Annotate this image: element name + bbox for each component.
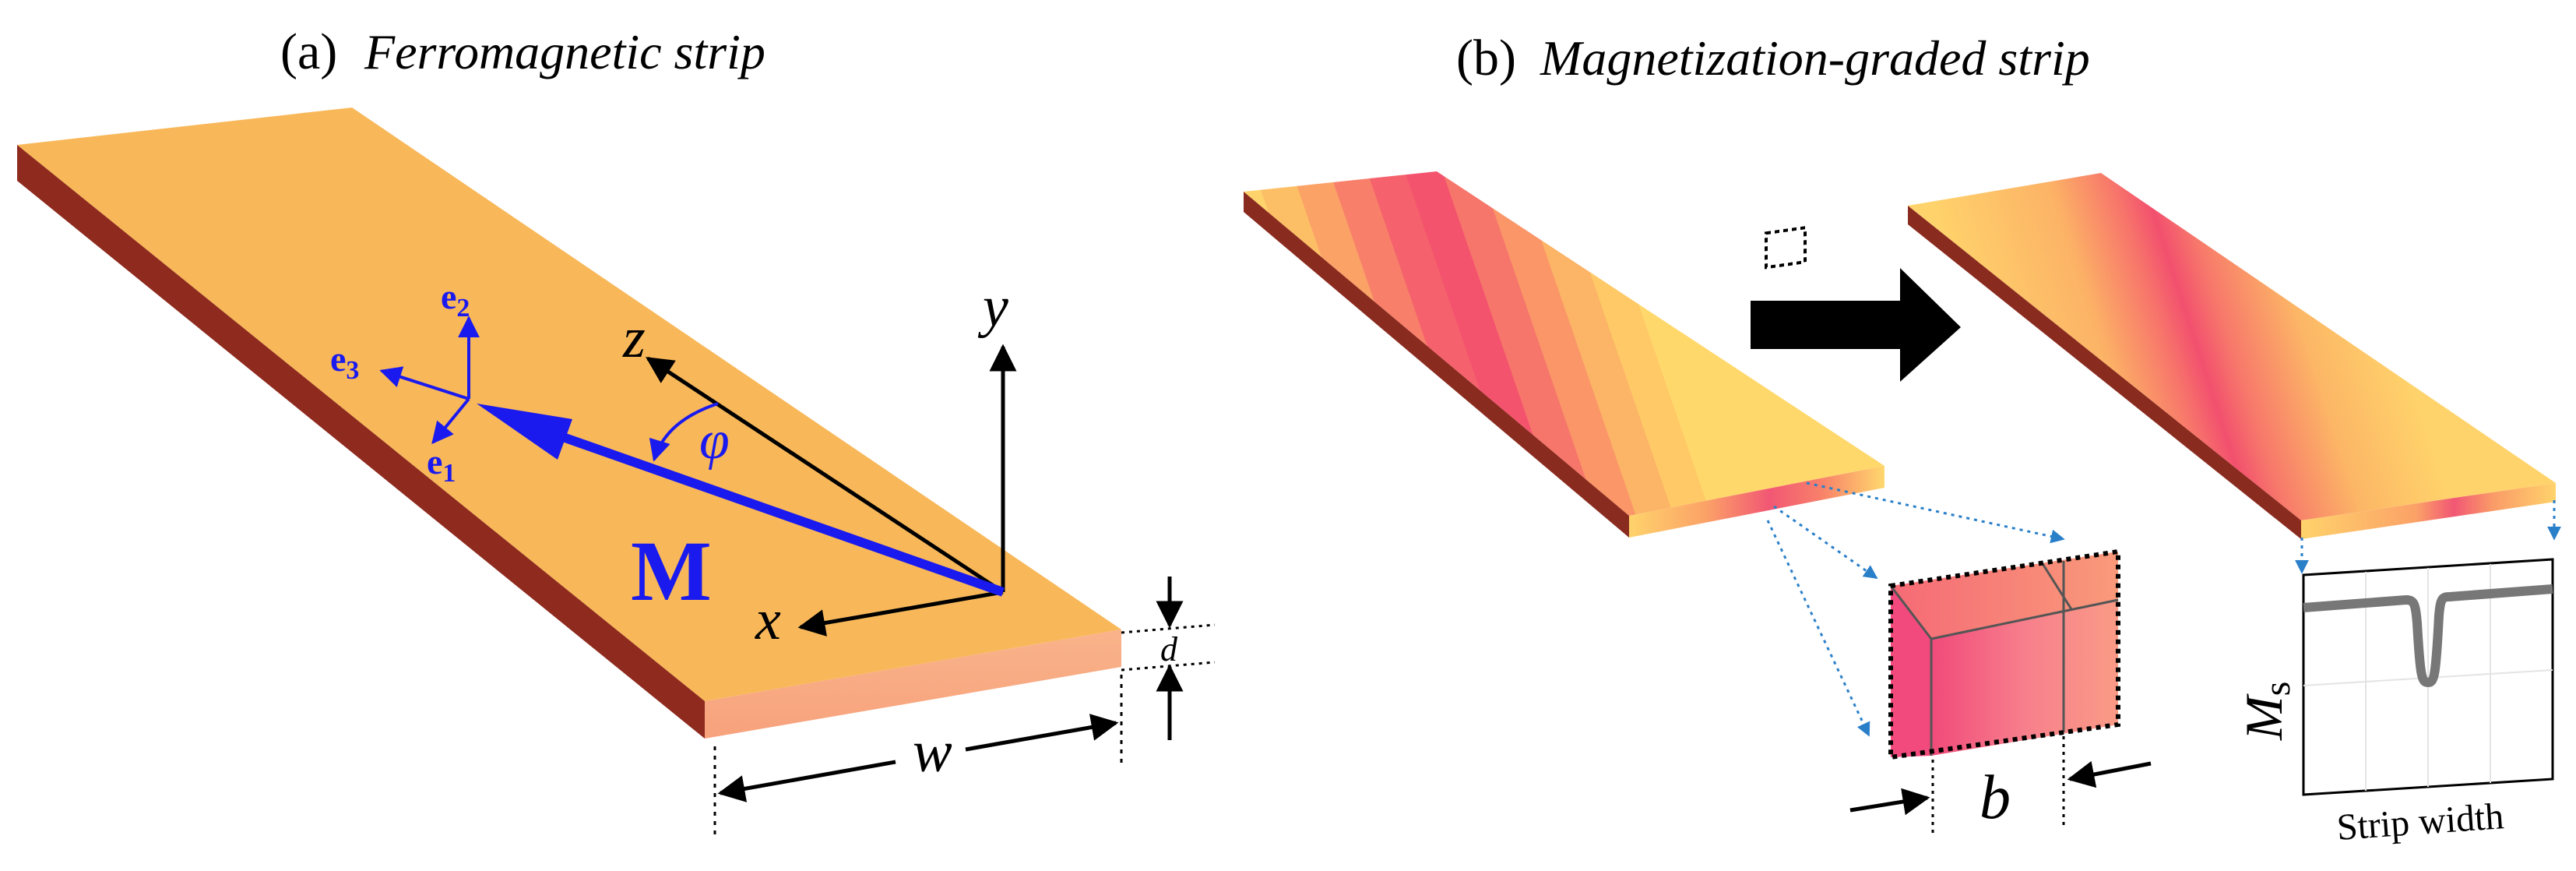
inset-grid xyxy=(2303,564,2553,791)
banded-strip-side xyxy=(1244,192,1629,538)
width-label: w xyxy=(913,719,952,785)
inset-ylabel: Ms xyxy=(2234,682,2298,741)
ms-profile-curve xyxy=(2303,584,2553,688)
b-arrow-left xyxy=(1849,788,1930,816)
strip-side-face xyxy=(17,145,705,739)
panel-a-title: Ferromagnetic strip xyxy=(364,24,765,79)
x-axis-label: x xyxy=(755,588,781,652)
x-axis-arrow xyxy=(797,590,1004,636)
width-arrow-right xyxy=(965,714,1119,752)
segment-side-face xyxy=(1891,586,1931,757)
segment-width-label: b xyxy=(1980,763,2011,832)
z-axis-arrow xyxy=(646,356,1005,594)
zoom-line-mid xyxy=(1773,505,1878,580)
smooth-strip-side xyxy=(1908,206,2301,539)
panel-a-letter: (a) xyxy=(280,23,337,80)
b-arrow-right xyxy=(2067,760,2152,788)
zoomed-segment xyxy=(1888,548,2120,760)
segment-selection-box xyxy=(1765,225,1807,270)
segment-top-face xyxy=(1891,552,2118,639)
zoom-line-bottom xyxy=(1766,520,1870,737)
width-dimension: w xyxy=(713,675,1123,838)
smooth-strip xyxy=(1908,173,2556,539)
local-frame: e2 e3 e1 xyxy=(330,277,480,488)
segment-width-dimension: b xyxy=(1849,736,2152,838)
panel-a: (a) Ferromagnetic strip y z x M φ xyxy=(17,23,1216,838)
thickness-guide-top xyxy=(1121,623,1216,634)
angle-phi: φ xyxy=(649,402,730,471)
panel-b: (b) Magnetization-graded strip xyxy=(1244,30,2561,848)
banded-strip xyxy=(1244,171,1884,538)
zoom-line-top xyxy=(1806,481,2065,544)
thickness-dimension: d xyxy=(1121,577,1216,740)
z-axis-label: z xyxy=(622,306,646,370)
smooth-strip-top xyxy=(1908,173,2556,520)
magnetization-vector: M xyxy=(477,404,1005,619)
angle-label: φ xyxy=(699,411,730,471)
strip-top-face xyxy=(17,108,1121,701)
segment-edges xyxy=(1889,561,2119,756)
ferromagnetic-strip xyxy=(17,108,1121,739)
thickness-label: d xyxy=(1160,630,1178,668)
angle-arc xyxy=(649,402,719,462)
inset-xlabel: Strip width xyxy=(2335,795,2505,848)
m-vector-head xyxy=(477,404,572,460)
width-arrow-left xyxy=(717,760,896,802)
smooth-strip-front xyxy=(2301,483,2556,539)
coordinate-axes: y z x xyxy=(622,275,1017,652)
e3-label: e3 xyxy=(330,339,359,385)
segment-front-face xyxy=(1931,600,2118,756)
m-vector-shaft xyxy=(559,432,1005,597)
segment-frame xyxy=(1888,548,2120,760)
e1-arrow xyxy=(431,397,470,445)
m-vector-label: M xyxy=(631,524,712,619)
e1-label: e1 xyxy=(427,442,456,488)
ms-profile-inset: Ms Strip width xyxy=(2234,558,2554,848)
inset-guides xyxy=(2295,500,2561,574)
panel-b-letter: (b) xyxy=(1456,30,1516,86)
banded-strip-top xyxy=(1244,171,1884,516)
transition-arrow-icon xyxy=(1751,268,1961,382)
y-axis-label: y xyxy=(977,275,1008,339)
strip-front-face xyxy=(705,629,1121,739)
panel-b-title: Magnetization-graded strip xyxy=(1540,30,2090,86)
zoom-projection xyxy=(1766,481,2065,737)
banded-strip-front xyxy=(1629,466,1884,538)
e3-arrow xyxy=(379,366,470,400)
e2-label: e2 xyxy=(441,277,470,323)
